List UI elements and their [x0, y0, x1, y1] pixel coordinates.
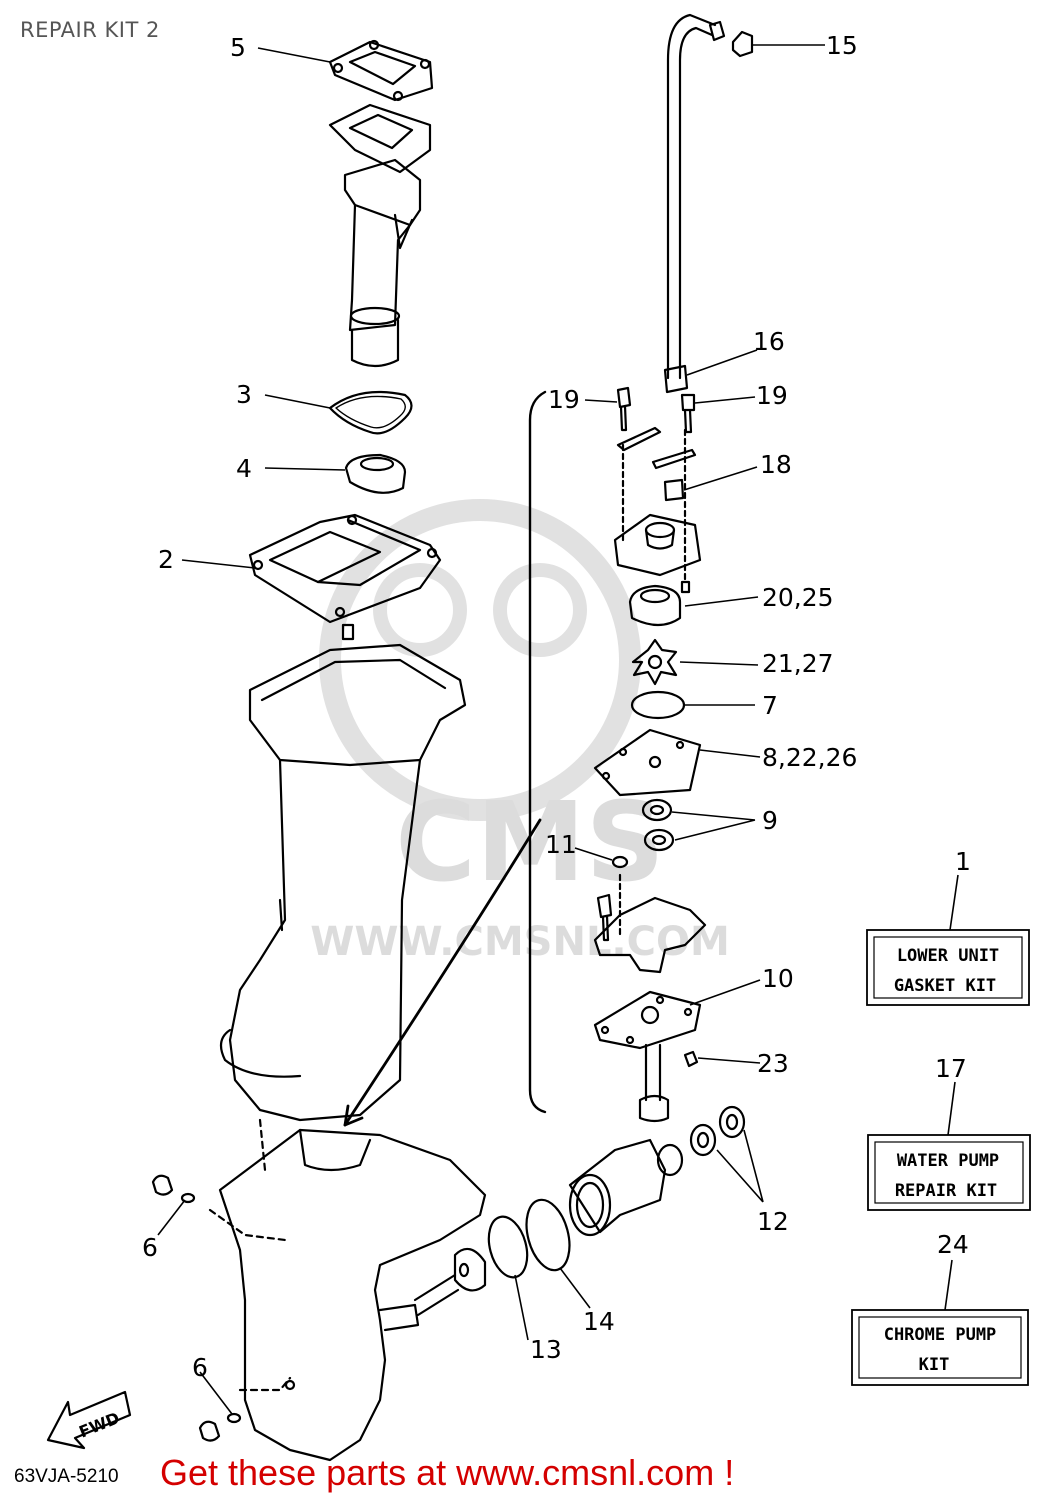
- callout-19-left: 19: [548, 385, 580, 414]
- pump-base: [593, 873, 707, 974]
- dowel-part-11: [611, 855, 629, 869]
- callout-11: 11: [545, 830, 577, 859]
- drive-shaft-housing: [219, 643, 467, 1172]
- o-ring-part-14: [525, 1198, 571, 1272]
- o-ring-part-7: [630, 690, 686, 720]
- callout-21-27: 21,27: [762, 649, 834, 678]
- key-part-23: [683, 1050, 699, 1068]
- promo-link[interactable]: Get these parts at www.cmsnl.com !: [160, 1452, 735, 1493]
- callout-7: 7: [762, 691, 778, 720]
- kit-1-line1: LOWER UNIT: [897, 946, 999, 966]
- kit-24-line2: KIT: [919, 1355, 950, 1375]
- kit-17-line1: WATER PUMP: [897, 1151, 999, 1171]
- propeller-shaft-cap: [413, 1247, 487, 1317]
- impeller-part-21: [631, 638, 678, 686]
- callout-6-upper: 6: [142, 1233, 158, 1262]
- kit-ref-17: 17: [935, 1054, 967, 1083]
- gasket-part-5: [328, 39, 434, 102]
- fwd-label: FWD: [76, 1408, 122, 1441]
- callout-6-lower: 6: [192, 1353, 208, 1382]
- kit-1-line2: GASKET KIT: [894, 976, 996, 996]
- kit-24-line1: CHROME PUMP: [884, 1325, 997, 1345]
- callout-23: 23: [757, 1049, 789, 1078]
- callout-3: 3: [236, 380, 252, 409]
- seal-part-3: [328, 390, 413, 435]
- callout-18: 18: [760, 450, 792, 479]
- kit-box-lower-unit: [866, 929, 1030, 1006]
- diagram-title: REPAIR KIT 2: [20, 18, 160, 42]
- callout-15: 15: [826, 31, 858, 60]
- insert-cartridge-part-20: [628, 584, 682, 627]
- drawing-code: 63VJA-5210: [14, 1466, 119, 1487]
- fwd-arrow: [46, 1390, 132, 1450]
- water-tube: [666, 13, 717, 380]
- exhaust-guide: [328, 103, 432, 368]
- oil-seals-part-9: [641, 798, 675, 852]
- bearing-housing: [568, 1138, 667, 1237]
- seal-part-18: [663, 478, 685, 502]
- callout-4: 4: [236, 454, 252, 483]
- callout-5: 5: [230, 33, 246, 62]
- grommet-part-15: [731, 30, 754, 58]
- screw-part-6-lower: [198, 1412, 242, 1442]
- gasket-part-2: [248, 513, 442, 624]
- callout-13: 13: [530, 1335, 562, 1364]
- kit-17-line2: REPAIR KIT: [895, 1181, 997, 1201]
- gasket-part-10: [593, 990, 702, 1050]
- grommet-part-4: [344, 453, 407, 494]
- callout-12: 12: [757, 1207, 789, 1236]
- lower-unit-gear-case: [208, 1128, 487, 1462]
- tube-seal-part-16: [663, 364, 689, 394]
- callout-16: 16: [753, 327, 785, 356]
- callout-10: 10: [762, 964, 794, 993]
- callout-14: 14: [583, 1307, 615, 1336]
- outer-plate-part-8: [593, 728, 702, 797]
- callout-19-right: 19: [756, 381, 788, 410]
- bolt-part-19-right: [680, 393, 696, 434]
- kit-box-chrome-pump: [851, 1309, 1029, 1386]
- kit-ref-1: 1: [955, 847, 971, 876]
- watermark-url: WWW.CMSNL.COM: [310, 919, 730, 965]
- pump-housing: [613, 513, 702, 577]
- callout-8-22-26: 8,22,26: [762, 743, 857, 772]
- callout-20-25: 20,25: [762, 583, 834, 612]
- callout-9: 9: [762, 806, 778, 835]
- bolt-part-19-left: [616, 386, 632, 432]
- callout-2: 2: [158, 545, 174, 574]
- kit-box-water-pump: [867, 1134, 1031, 1211]
- screw-part-6-upper: [151, 1174, 196, 1204]
- kit-ref-24: 24: [937, 1230, 969, 1259]
- bearings-part-12: [656, 1105, 746, 1177]
